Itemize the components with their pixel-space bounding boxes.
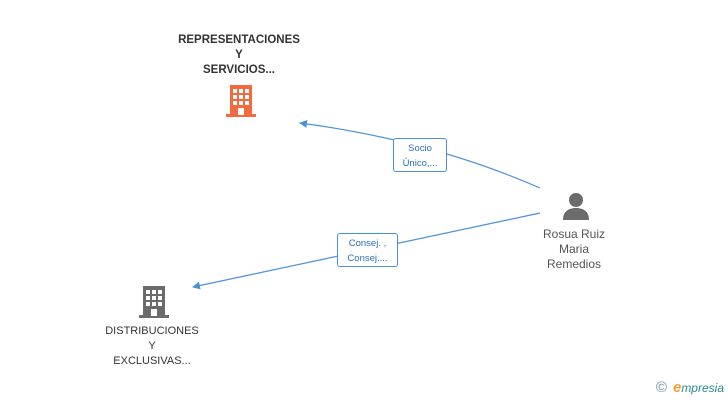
person-label[interactable]: Rosua Ruiz Maria Remedios xyxy=(524,227,624,272)
company-secondary-node[interactable] xyxy=(138,285,170,319)
person-label-line: Rosua Ruiz xyxy=(542,227,606,241)
person-icon xyxy=(563,193,589,220)
person-label-line: Remedios xyxy=(546,257,602,271)
company-secondary-label-line: EXCLUSIVAS... xyxy=(113,355,191,367)
edge-label-consej[interactable]: Consej. , Consej.... xyxy=(337,233,398,267)
brand-logo: empresia xyxy=(673,379,724,396)
edge-label-line: Socio xyxy=(408,143,432,154)
edge-label-line: Consej. , xyxy=(348,238,387,249)
edge-label-socio-unico[interactable]: Socio Único,... xyxy=(393,138,447,172)
person-label-line: Maria xyxy=(558,242,589,256)
copyright-icon: © xyxy=(655,378,667,396)
company-secondary-label-line: Y xyxy=(148,340,156,352)
building-icon xyxy=(139,286,169,318)
edge-label-line: Consej.... xyxy=(347,253,388,264)
company-secondary-label[interactable]: DISTRIBUCIONES Y EXCLUSIVAS... xyxy=(92,324,212,369)
person-node[interactable] xyxy=(561,191,591,221)
edge-label-line: Único,... xyxy=(402,158,438,169)
building-icon xyxy=(226,85,256,117)
company-main-label-line: REPRESENTACIONES xyxy=(178,34,300,46)
company-main-node[interactable] xyxy=(225,84,257,118)
brand-logo-rest: mpresia xyxy=(681,381,724,395)
company-main-label[interactable]: REPRESENTACIONES Y SERVICIOS... xyxy=(168,33,310,78)
company-secondary-label-line: DISTRIBUCIONES xyxy=(105,325,199,337)
company-main-label-line: Y xyxy=(235,49,243,61)
brand-logo-initial: e xyxy=(672,379,682,396)
company-main-label-line: SERVICIOS... xyxy=(202,64,275,76)
watermark: © empresia xyxy=(656,379,724,396)
